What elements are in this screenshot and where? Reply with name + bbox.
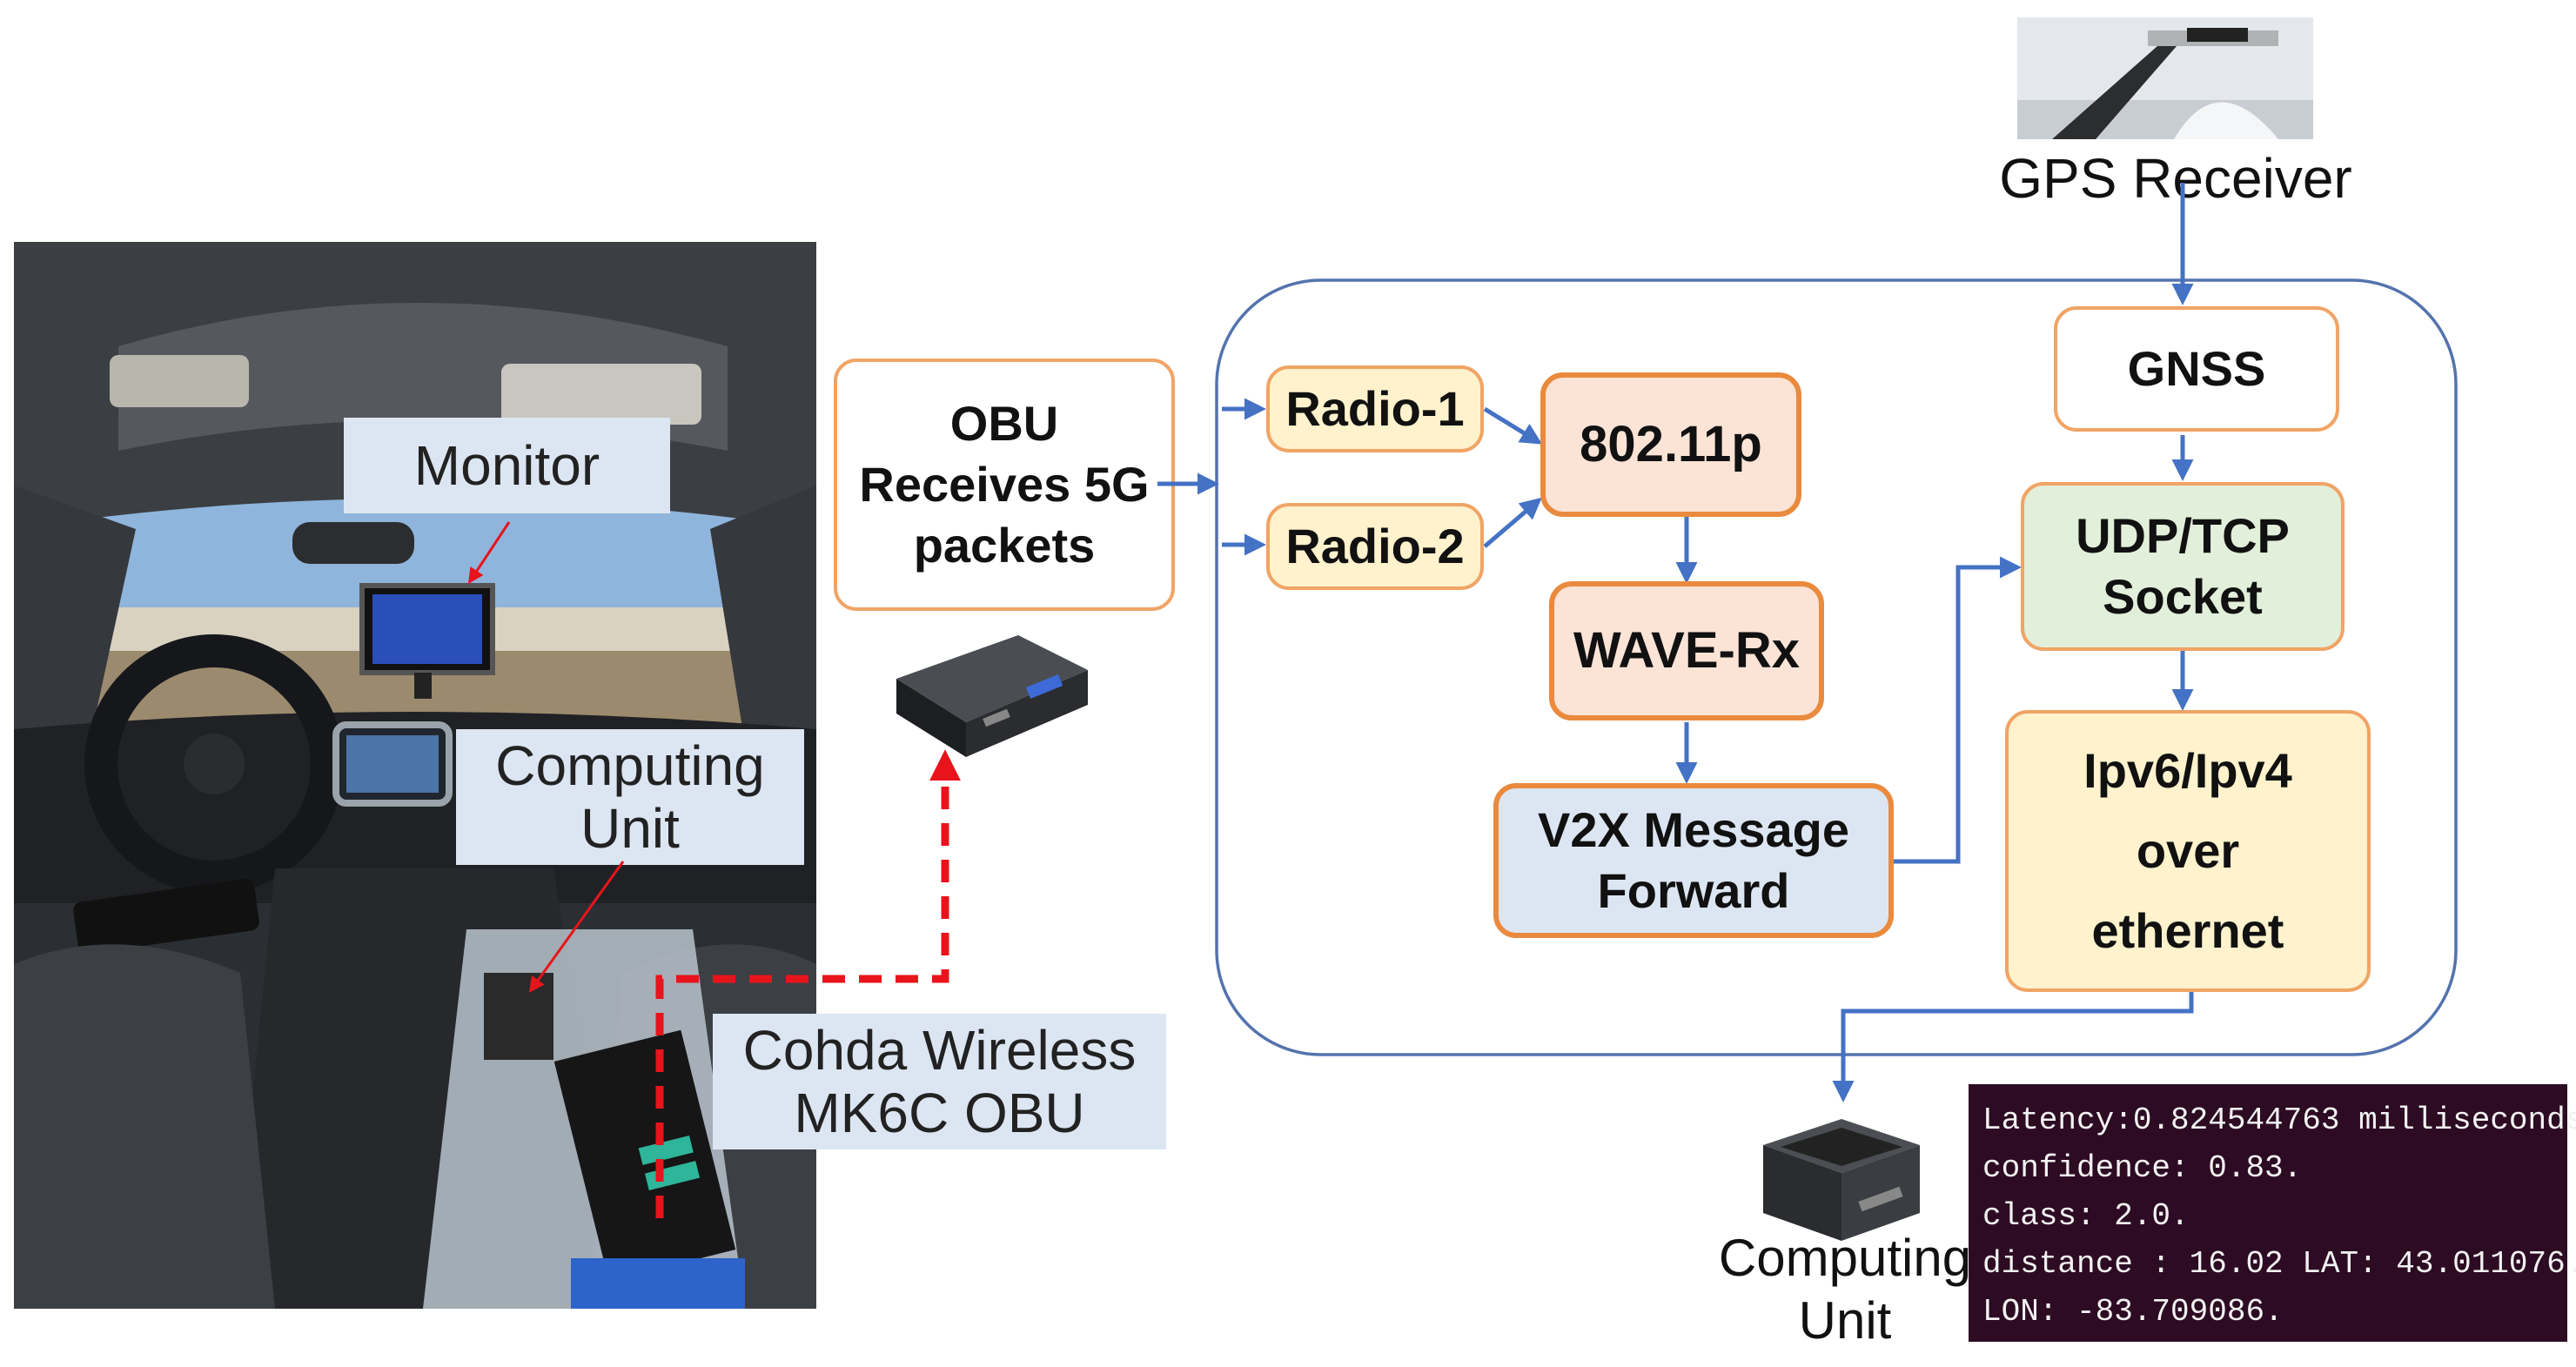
terminal-output: Latency:0.824544763 milliseconds confide…	[1969, 1084, 2576, 1342]
car-interior-photo	[14, 242, 816, 1309]
latency-line: Latency:0.824544763 milliseconds	[1982, 1102, 2576, 1138]
obu-box: OBU Receives 5G packets	[834, 359, 1175, 611]
cohda-obu-caption: Cohda Wireless MK6C OBU	[713, 1014, 1166, 1149]
computing-unit-label: Computing Unit	[1718, 1229, 1972, 1350]
obu-device-image	[896, 635, 1088, 757]
monitor-caption: Monitor	[344, 418, 670, 513]
radio-2-block: Radio-2	[1266, 503, 1484, 590]
lon-line: LON: -83.709086.	[1982, 1294, 2284, 1330]
obu-processing-container	[1215, 278, 2458, 1056]
wave-rx-block: WAVE-Rx	[1549, 581, 1824, 720]
gps-receiver-label: GPS Receiver	[1999, 147, 2352, 210]
ipv-ethernet-block: Ipv6/Ipv4 over ethernet	[2005, 710, 2371, 992]
udp-tcp-socket-block: UDP/TCP Socket	[2021, 482, 2345, 651]
confidence-line: confidence: 0.83.	[1982, 1150, 2303, 1186]
computing-unit-caption: Computing Unit	[456, 729, 804, 865]
computing-unit-image	[1763, 1119, 1920, 1241]
80211p-block: 802.11p	[1540, 372, 1801, 517]
gps-receiver-image	[2017, 17, 2313, 139]
distance-line: distance : 16.02 LAT: 43.011076.	[1982, 1246, 2576, 1282]
v2x-forward-block: V2X Message Forward	[1493, 783, 1894, 938]
radio-1-block: Radio-1	[1266, 365, 1484, 452]
class-line: class: 2.0.	[1982, 1198, 2190, 1234]
gnss-block: GNSS	[2054, 306, 2339, 432]
